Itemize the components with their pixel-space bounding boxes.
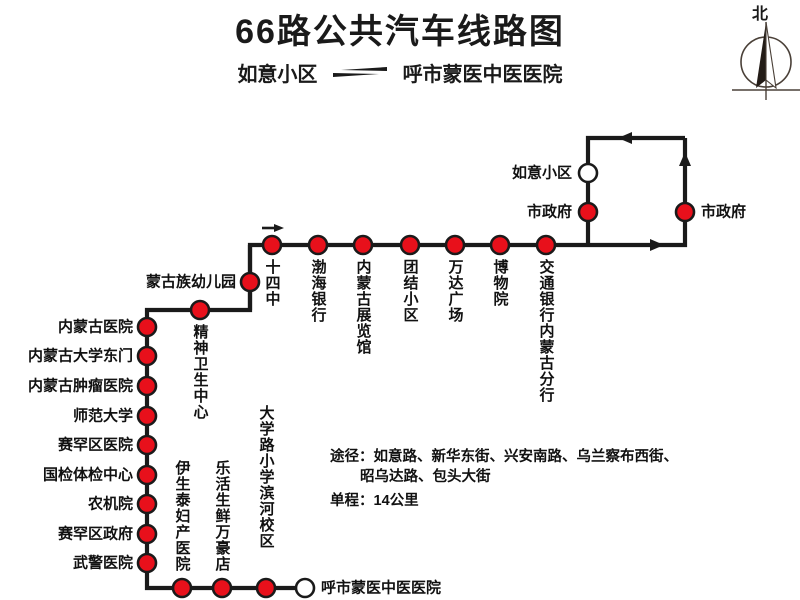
station-label: 如意小区 [511,164,572,182]
station-dot[interactable] [352,234,374,256]
station-dot[interactable] [489,234,511,256]
station-dot[interactable] [136,523,158,545]
station-label: 博物院 [491,259,509,307]
page-title: 66路公共汽车线路图 [235,13,565,51]
station-dot[interactable] [136,405,158,427]
station-label: 赛罕区政府 [57,525,133,543]
station-label: 内蒙古肿瘤医院 [27,377,133,395]
station-label: 伊生泰妇产医院 [173,460,191,572]
station-label: 内蒙古医院 [57,318,133,336]
station-dot[interactable] [189,299,211,321]
route-origin-label: 如意小区 [237,64,318,86]
station-label: 交通银行内蒙古分行 [537,259,555,403]
station-dot[interactable] [444,234,466,256]
station-label: 农机院 [87,495,133,513]
arrow-direction-icon [262,224,284,232]
station-label: 团结小区 [401,259,419,323]
route-via-line2: 昭乌达路、包头大街 [360,468,491,485]
route-length-note: 单程：14公里 [330,493,419,509]
station-dot[interactable] [136,464,158,486]
station-dot[interactable] [261,234,283,256]
station-dot[interactable] [577,201,599,223]
station-label: 赛罕区医院 [57,436,133,454]
station-label: 万达广场 [446,259,464,323]
station-label: 内蒙古大学东门 [27,347,133,365]
station-dot[interactable] [399,234,421,256]
terminus-station-dot[interactable] [294,577,316,599]
compass-north-label: 北 [752,6,769,23]
station-dot[interactable] [136,493,158,515]
station-dot[interactable] [136,345,158,367]
station-dot[interactable] [674,201,696,223]
station-dot[interactable] [307,234,329,256]
station-dot[interactable] [535,234,557,256]
station-label: 武警医院 [72,554,133,572]
station-label: 国检体检中心 [42,466,133,484]
station-dot[interactable] [211,577,233,599]
station-label: 市政府 [526,203,572,221]
station-label: 内蒙古展览馆 [354,259,372,355]
station-label: 师范大学 [72,407,133,425]
route-line-loop-left [585,135,685,245]
route-endpoints: 如意小区 呼市蒙医中医医院 [0,58,800,87]
station-label: 呼市蒙医中医医院 [321,579,442,597]
station-dot[interactable] [136,316,158,338]
station-label: 乐活生鲜万豪店 [213,460,231,572]
route-line-loop-right [588,138,688,248]
route-destination-label: 呼市蒙医中医医院 [402,64,563,86]
station-label: 大学路小学滨河校区 [257,405,275,549]
station-dot[interactable] [171,577,193,599]
arrow-up-icon [679,152,691,166]
route-via-note: 途径：如意路、新华东街、兴安南路、乌兰察布西街、 昭乌达路、包头大街 [330,448,678,487]
station-dot[interactable] [136,552,158,574]
station-dot[interactable] [136,375,158,397]
compass-north-icon [732,21,800,100]
station-label: 十四中 [263,259,281,307]
station-label: 市政府 [701,203,747,221]
station-dot[interactable] [255,577,277,599]
arrow-left-icon [618,132,632,144]
terminus-station-dot[interactable] [577,162,599,184]
station-label: 蒙古族幼儿园 [145,273,236,291]
station-dot[interactable] [239,271,261,293]
station-dot[interactable] [136,434,158,456]
station-label: 精神卫生中心 [191,324,209,420]
route-via-line1: 途径：如意路、新华东街、兴安南路、乌兰察布西街、 [330,449,678,465]
arrow-right-icon [650,239,664,251]
double-arrow-icon [333,64,387,82]
station-label: 渤海银行 [309,259,327,323]
